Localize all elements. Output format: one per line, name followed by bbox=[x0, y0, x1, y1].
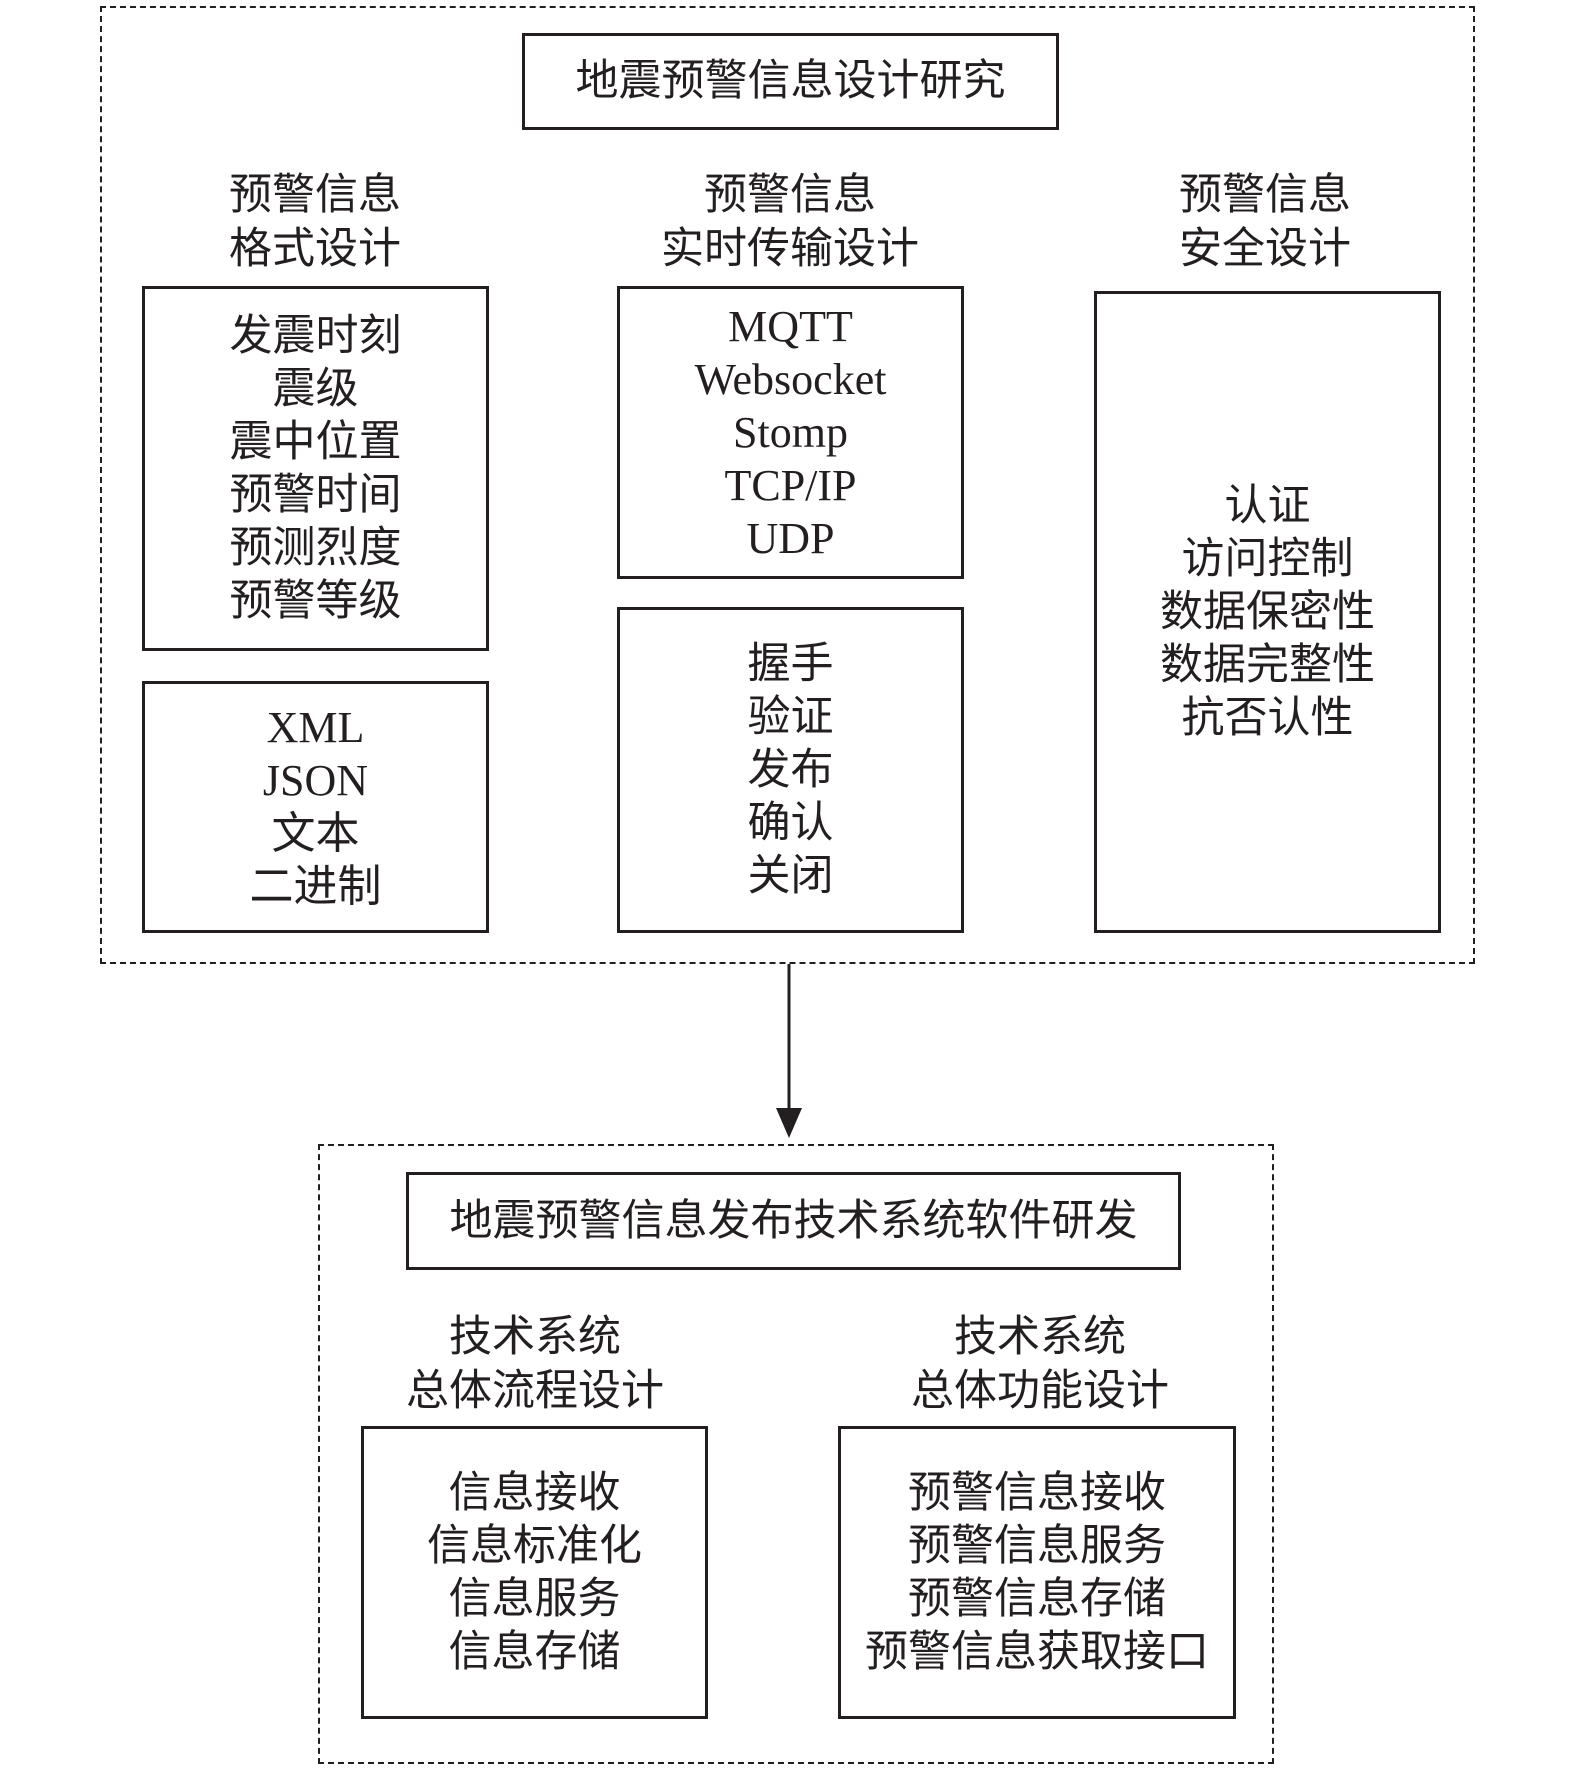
format-types-box: XML JSON 文本 二进制 bbox=[142, 681, 489, 933]
development-title: 地震预警信息发布技术系统软件研发 bbox=[449, 1195, 1138, 1246]
list-item: 信息存储 bbox=[448, 1626, 621, 1677]
list-item: 预警信息接收 bbox=[908, 1467, 1166, 1518]
list-item: 确认 bbox=[747, 797, 834, 848]
transmission-design-heading: 预警信息 实时传输设计 bbox=[630, 168, 950, 276]
list-item: 信息服务 bbox=[448, 1573, 621, 1624]
list-item: Stomp bbox=[733, 408, 848, 457]
list-item: 数据保密性 bbox=[1160, 586, 1375, 637]
list-item: XML bbox=[266, 703, 365, 752]
list-item: Websocket bbox=[694, 355, 887, 404]
heading-line: 技术系统 bbox=[954, 1312, 1126, 1362]
list-item: TCP/IP bbox=[724, 461, 857, 510]
list-item: 握手 bbox=[747, 638, 834, 689]
security-design-heading: 预警信息 安全设计 bbox=[1115, 168, 1415, 276]
list-item: 文本 bbox=[271, 809, 360, 858]
research-title: 地震预警信息设计研究 bbox=[575, 56, 1006, 106]
heading-line: 预警信息 bbox=[229, 170, 401, 220]
list-item: 预测烈度 bbox=[229, 522, 402, 573]
list-item: 预警时间 bbox=[229, 469, 402, 520]
list-item: 验证 bbox=[747, 691, 834, 742]
heading-line: 格式设计 bbox=[229, 224, 401, 274]
list-item: 关闭 bbox=[747, 850, 834, 901]
list-item: 震级 bbox=[272, 363, 359, 414]
list-item: 数据完整性 bbox=[1160, 639, 1375, 690]
list-item: 信息接收 bbox=[448, 1467, 621, 1518]
list-item: 预警等级 bbox=[229, 575, 402, 626]
heading-line: 实时传输设计 bbox=[661, 224, 919, 274]
development-title-box: 地震预警信息发布技术系统软件研发 bbox=[406, 1172, 1181, 1270]
format-fields-box: 发震时刻 震级 震中位置 预警时间 预测烈度 预警等级 bbox=[142, 286, 489, 651]
heading-line: 总体流程设计 bbox=[406, 1366, 664, 1416]
list-item: 信息标准化 bbox=[427, 1520, 642, 1571]
format-design-heading: 预警信息 格式设计 bbox=[165, 168, 465, 276]
process-box: 信息接收 信息标准化 信息服务 信息存储 bbox=[361, 1426, 708, 1719]
function-design-heading: 技术系统 总体功能设计 bbox=[885, 1310, 1195, 1418]
process-design-heading: 技术系统 总体流程设计 bbox=[380, 1310, 690, 1418]
heading-line: 预警信息 bbox=[1179, 170, 1351, 220]
list-item: 认证 bbox=[1224, 480, 1311, 531]
heading-line: 技术系统 bbox=[449, 1312, 621, 1362]
list-item: 预警信息存储 bbox=[908, 1573, 1166, 1624]
heading-line: 预警信息 bbox=[704, 170, 876, 220]
list-item: 二进制 bbox=[249, 862, 382, 911]
development-group bbox=[318, 1144, 1274, 1764]
list-item: JSON bbox=[262, 756, 369, 805]
protocols-box: MQTT Websocket Stomp TCP/IP UDP bbox=[617, 286, 964, 579]
function-box: 预警信息接收 预警信息服务 预警信息存储 预警信息获取接口 bbox=[838, 1426, 1236, 1719]
list-item: 震中位置 bbox=[229, 416, 402, 467]
list-item: 抗否认性 bbox=[1181, 692, 1354, 743]
list-item: 预警信息服务 bbox=[908, 1520, 1166, 1571]
handshake-steps-box: 握手 验证 发布 确认 关闭 bbox=[617, 607, 964, 933]
list-item: MQTT bbox=[728, 302, 853, 351]
security-box: 认证 访问控制 数据保密性 数据完整性 抗否认性 bbox=[1094, 291, 1441, 933]
list-item: 发布 bbox=[747, 744, 834, 795]
list-item: 发震时刻 bbox=[229, 310, 402, 361]
research-title-box: 地震预警信息设计研究 bbox=[522, 33, 1059, 130]
list-item: UDP bbox=[746, 514, 835, 563]
list-item: 预警信息获取接口 bbox=[865, 1626, 1209, 1677]
heading-line: 安全设计 bbox=[1179, 224, 1351, 274]
list-item: 访问控制 bbox=[1181, 533, 1354, 584]
heading-line: 总体功能设计 bbox=[911, 1366, 1169, 1416]
research-group bbox=[100, 6, 1475, 964]
